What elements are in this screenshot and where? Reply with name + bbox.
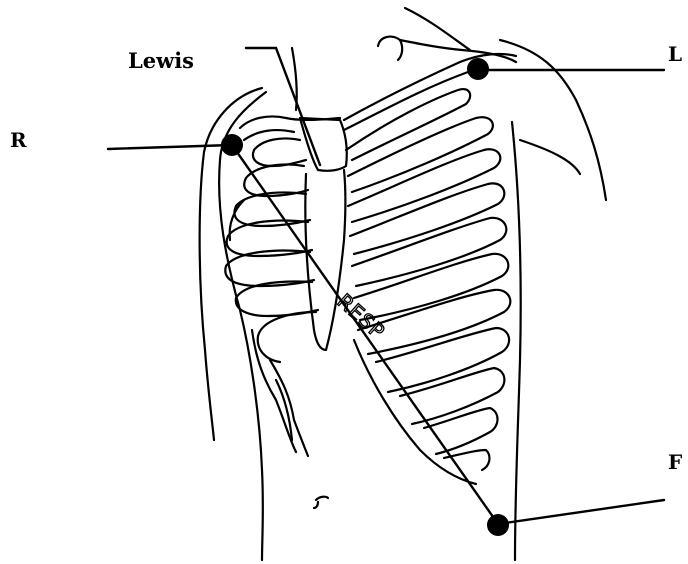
ribs-right (225, 138, 318, 456)
electrode-r (221, 134, 243, 156)
sternum (300, 118, 347, 350)
rib-l11 (444, 450, 489, 470)
rib-l5 (352, 218, 506, 286)
electrode-f (487, 514, 509, 536)
sternum-manubrium (300, 118, 347, 171)
f-label: F (668, 452, 682, 472)
left-body-contour-inner (219, 92, 266, 560)
clavicles (240, 37, 516, 140)
costal-margin-left (354, 340, 476, 484)
lead-wires (108, 48, 664, 524)
rib-r2 (244, 165, 308, 197)
rib-l4 (350, 183, 504, 254)
first-rib-top (400, 40, 516, 62)
right-shoulder-inner (520, 140, 580, 174)
r-lead-wire (108, 145, 232, 149)
rib-r6 (236, 282, 318, 316)
rib-r11 (276, 380, 292, 440)
rib-l10 (424, 408, 498, 454)
electrode-l (467, 58, 489, 80)
f-lead-wire (498, 500, 664, 524)
right-body-contour (512, 122, 521, 560)
rib-r9 (270, 360, 308, 456)
r-label: R (10, 130, 27, 150)
rib-r7 (258, 312, 316, 362)
lewis-label: Lewis (128, 50, 194, 71)
rib-l1 (346, 89, 470, 160)
rib-r1 (253, 138, 306, 166)
rib-l6 (354, 254, 508, 320)
navel-mark (314, 497, 328, 508)
rib-l9 (400, 368, 504, 424)
clavicle-head (378, 37, 402, 60)
clavicle-left-lower (344, 72, 468, 130)
rib-l8 (376, 328, 509, 392)
l-label: L (668, 44, 682, 64)
